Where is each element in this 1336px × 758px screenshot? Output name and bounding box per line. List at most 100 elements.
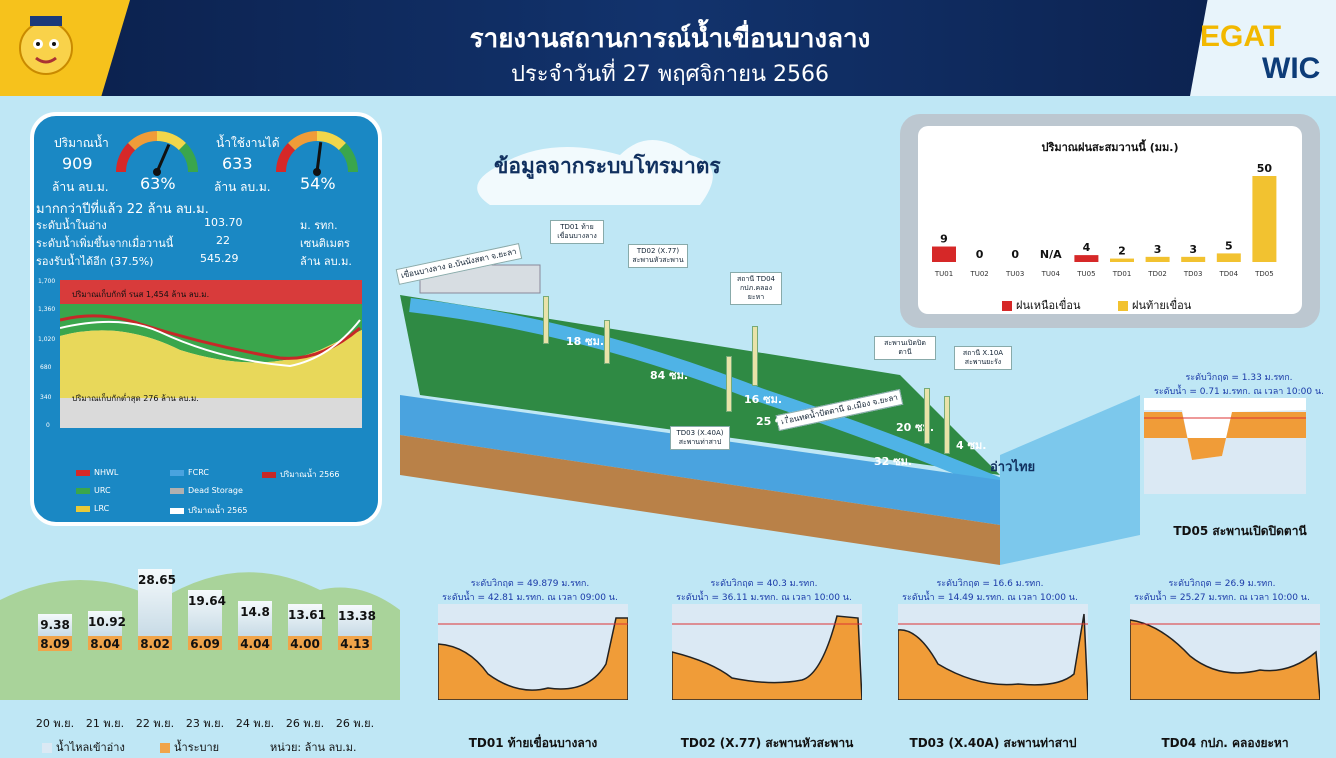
date-label: 26 พ.ย. [285,717,325,730]
release-value: 8.04 [90,637,120,651]
station-level-td02: 84 ซม. [650,369,689,382]
water-volume-unit: ล้าน ลบ.ม. [52,180,109,194]
row-label-change: ระดับน้ำเพิ่มขึ้นจากเมื่อวานนี้ [36,237,174,250]
release-bar [288,636,322,650]
rain-value: 4 [1083,241,1091,254]
date-label: 22 พ.ย. [135,717,175,730]
station-level: ระดับน้ำ = 42.81 ม.รทก. ณ เวลา 09:00 น. [442,593,618,603]
station-pole [752,326,758,386]
water-volume-label: ปริมาณน้ำ [54,136,109,150]
station-level-x10a: 32 ซม. [874,455,913,468]
y-tick: 1,360 [38,306,56,313]
release-bar [338,636,372,650]
rain-value: 2 [1118,245,1126,258]
station-chart-title: TD02 (X.77) สะพานหัวสะพาน [680,736,854,750]
row-unit-level: ม. รทก. [300,219,338,232]
legend-fcrc: FCRC [170,468,209,477]
station-level: ระดับน้ำ = 25.27 ม.รทก. ณ เวลา 10:00 น. [1134,593,1310,603]
rain-value: 3 [1189,243,1197,256]
unit-label: หน่วย: ล้าน ลบ.ม. [270,741,357,754]
legend-label: FCRC [188,468,209,477]
water-volume-pct: 63% [140,174,176,193]
station-tag-td04: สถานี TD04 กปภ.คลองยะหา [730,272,782,306]
y-tick: 1,700 [38,278,56,285]
rain-bar [1145,256,1170,262]
td05-title: TD05 สะพานเปิดปิดตานี [1173,524,1307,538]
chart-bottom-note: ปริมาณเก็บกักต่ำสุด 276 ล้าน ลบ.ม. [72,394,199,403]
mascot-icon [19,16,73,75]
legend-swatch [76,487,90,494]
release-value: 8.02 [140,637,170,651]
station-chart-title: TD04 กปภ. คลองยะหา [1161,736,1289,750]
station-pole [604,320,610,364]
station-tag-td02: TD02 (X.77) สะพานหัวสะพาน [628,244,688,269]
y-tick: 680 [40,364,52,371]
rain-station-label: TU04 [1041,270,1060,278]
urc-band [60,304,362,363]
rain-bar [1216,253,1241,262]
station-tag-x10a: สถานี X.10A สะพานยะรัง [954,346,1012,371]
legend-label: ฝนเหนือเขื่อน [1016,299,1081,312]
legend-inflow: น้ำไหลเข้าอ่าง [42,738,125,756]
page-title: รายงานสถานการณ์น้ำเขื่อนบางลาง [469,24,871,54]
legend-label: Dead Storage [188,486,243,495]
rain-bar [1181,256,1206,262]
legend-nhwl: NHWL [76,468,118,477]
rain-bar [1110,258,1134,262]
station-tag-td05: สะพานเปิดปิดตานี [874,336,936,361]
inflow-value: 9.38 [40,618,70,633]
inflow-bar [288,604,322,636]
lrc-band [60,330,362,398]
rain-value: 50 [1257,162,1273,175]
dead-storage-band [60,398,362,428]
station-level-extra: 4 ซม. [956,439,987,452]
row-label-capacity: รองรับน้ำได้อีก (37.5%) [36,255,154,268]
wic-logo: WIC [1262,52,1321,85]
station-level-td03: 25 ซม. [756,415,795,428]
gauge-segment [316,131,346,151]
river-landscape [400,140,1140,565]
station-pole [924,388,930,444]
release-bar [138,636,172,651]
usable-gauge [276,131,358,176]
rain-value: 0 [976,248,984,261]
chart-top-note: ปริมาณเก็บกักที่ รนส 1,454 ล้าน ลบ.ม. [72,290,210,299]
row-value-change: 22 [216,234,230,247]
inflow-value: 14.8 [240,605,270,620]
rain-station-label: TD04 [1219,270,1239,278]
page-subtitle: ประจำวันที่ 27 พฤศจิกายน 2566 [511,62,829,87]
gauge-segment [178,143,198,173]
reservoir-chart [60,280,362,428]
rain-bar [932,246,956,262]
inflow-value: 13.38 [338,608,376,623]
legend-label: LRC [94,504,110,513]
station-pole [944,396,950,454]
station-water-area [1130,619,1320,700]
gauge-segment [128,131,158,151]
compare-text: มากกว่าปีที่แล้ว 22 ล้าน ลบ.ม. [36,202,209,217]
station-chart [438,604,628,700]
station-level-td01: 18 ซม. [566,335,605,348]
volume-2566-line [60,314,361,360]
station-water-area [438,617,628,700]
gauge-segment [288,131,318,151]
gauge-segment [156,131,186,151]
date-label: 23 พ.ย. [185,717,225,730]
rain-value: 3 [1154,243,1162,256]
rain-bar [1074,255,1099,262]
telemetry-title: ข้อมูลจากระบบโทรมาตร [494,154,721,178]
legend-lrc: LRC [76,504,109,513]
release-bar [88,636,122,651]
inflow-bar [338,604,372,636]
release-value: 4.00 [290,637,320,651]
rain-station-label: TU05 [1077,270,1096,278]
inflow-bar [88,610,122,636]
gauge-needle [155,143,171,173]
legend-swatch [160,743,170,753]
row-unit-capacity: ล้าน ลบ.ม. [300,255,352,268]
legend-label: NHWL [94,468,119,477]
inflow-bar [238,601,272,636]
legend-label: น้ำระบาย [174,741,220,754]
rain-station-label: TU03 [1006,270,1025,278]
